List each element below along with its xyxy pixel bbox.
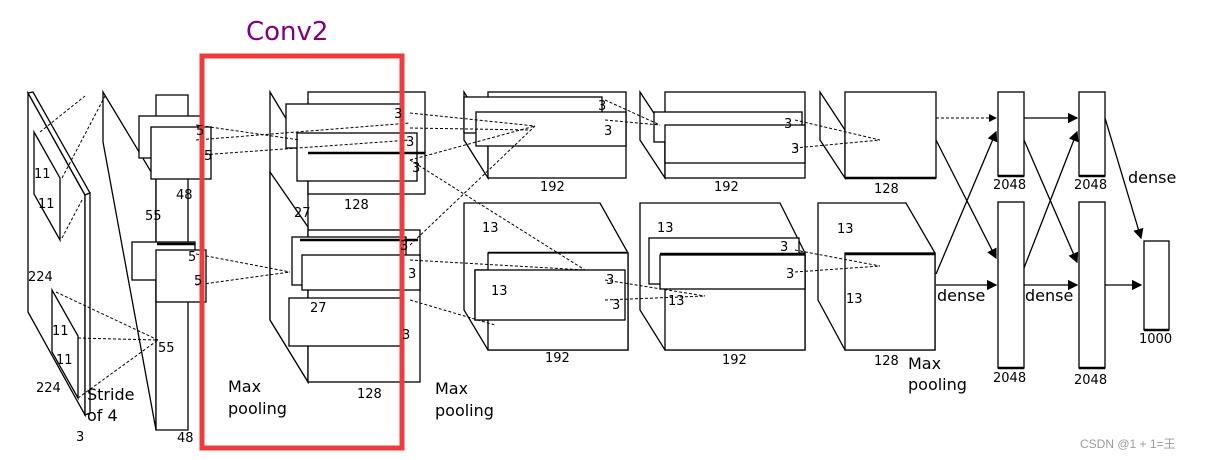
conv1-kernel-label: 5 [194,274,202,289]
dense-label: dense [937,286,985,305]
conv2-kernel-label: 3 [394,107,402,122]
pool3-label-line1: Max [908,354,941,373]
fc7-layer [1078,91,1106,370]
pool3-label-line2: pooling [908,375,967,394]
conv2-kernel-label: 3 [412,161,420,176]
conv2-volume [269,89,426,385]
receptive-field-lines [39,95,881,399]
dense-label: dense [1128,168,1176,187]
conv3-depth-label: 192 [540,180,565,195]
fc6-size-label: 2048 [993,178,1026,193]
conv5-size-label: 13 [846,292,863,307]
conv1-kernel-label: 5 [196,124,204,139]
conv3-size-label: 13 [482,221,499,236]
dense-label: dense [1025,286,1073,305]
pool2-label-line2: pooling [435,401,494,420]
input-volume [26,90,91,418]
conv2-title: Conv2 [246,17,328,47]
conv4-kernel-label: 3 [786,267,794,282]
conv4-kernel-label: 3 [780,240,788,255]
conv3-kernel-label: 3 [598,99,606,114]
conv4-kernel-label: 3 [784,117,792,132]
conv4-depth-label: 192 [722,353,747,368]
stride-label-line1: Stride [87,385,134,404]
conv2-depth-label: 128 [357,387,382,402]
conv5-size-label: 13 [837,222,854,237]
conv1-size-label: 55 [158,341,175,356]
watermark: CSDN @1 + 1=王 [1080,437,1176,451]
fc7-size-label: 2048 [1074,178,1107,193]
conv4-volume [639,89,806,351]
conv1-depth-label: 48 [177,431,194,446]
kernel-label: 11 [56,353,73,368]
pool2-label-line1: Max [435,379,468,398]
conv4-size-label: 13 [657,221,674,236]
kernel-label: 11 [34,167,51,182]
output-layer [1143,240,1170,332]
conv2-size-label: 27 [294,206,311,221]
conv5-depth-label: 128 [874,182,899,197]
conv4-kernel-label: 3 [791,142,799,157]
conv3-depth-label: 192 [545,351,570,366]
conv4-size-label: 13 [668,294,685,309]
conv5-depth-label: 128 [874,354,899,369]
input-width-label: 224 [36,381,61,396]
connection-arrows [935,112,1144,291]
conv1-depth-label: 48 [176,188,193,203]
conv3-volume [463,89,629,351]
kernel-label: 11 [52,324,69,339]
fc6-size-label: 2048 [993,371,1026,386]
conv5-volume [817,89,937,351]
conv2-depth-label: 128 [344,198,369,213]
pool1-label-line2: pooling [228,399,287,418]
conv2-size-label: 27 [310,301,327,316]
conv1-kernel-label: 5 [204,149,212,164]
stride-label-line2: of 4 [87,406,118,425]
conv3-kernel-label: 3 [612,298,620,313]
conv1-kernel-label: 5 [188,250,196,265]
fc6-layer [997,91,1025,370]
conv4-depth-label: 192 [714,180,739,195]
conv3-size-label: 13 [491,284,508,299]
conv3-kernel-label: 3 [604,124,612,139]
conv2-kernel-label: 3 [402,328,410,343]
input-height-label: 224 [28,270,53,285]
conv3-kernel-label: 3 [606,273,614,288]
conv2-kernel-label: 3 [400,239,408,254]
conv2-kernel-label: 3 [406,135,414,150]
pool1-label-line1: Max [228,377,261,396]
fc7-size-label: 2048 [1074,373,1107,388]
conv2-kernel-label: 3 [408,267,416,282]
conv1-size-label: 55 [145,209,162,224]
conv2-highlight-box [199,53,405,451]
kernel-label: 11 [38,197,55,212]
input-depth-label: 3 [76,430,84,445]
output-size-label: 1000 [1139,332,1172,347]
